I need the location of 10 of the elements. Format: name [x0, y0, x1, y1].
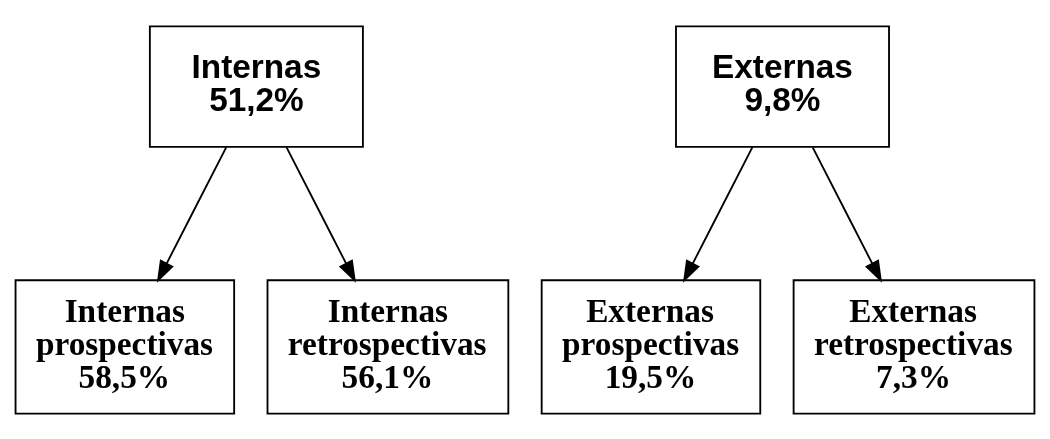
- arrow: [682, 145, 754, 283]
- node-box: Externas retrospectivas 7,3%: [792, 278, 1036, 414]
- node-box: Internas prospectivas 58,5%: [14, 278, 236, 414]
- arrow: [285, 145, 356, 283]
- node-box: Externas 9,8%: [675, 25, 890, 148]
- arrow: [811, 145, 883, 283]
- node-box: Externas prospectivas 19,5%: [540, 278, 762, 414]
- node-box: Internas 51,2%: [148, 25, 364, 148]
- arrow: [156, 145, 228, 283]
- node-box: Internas retrospectivas 56,1%: [266, 278, 510, 414]
